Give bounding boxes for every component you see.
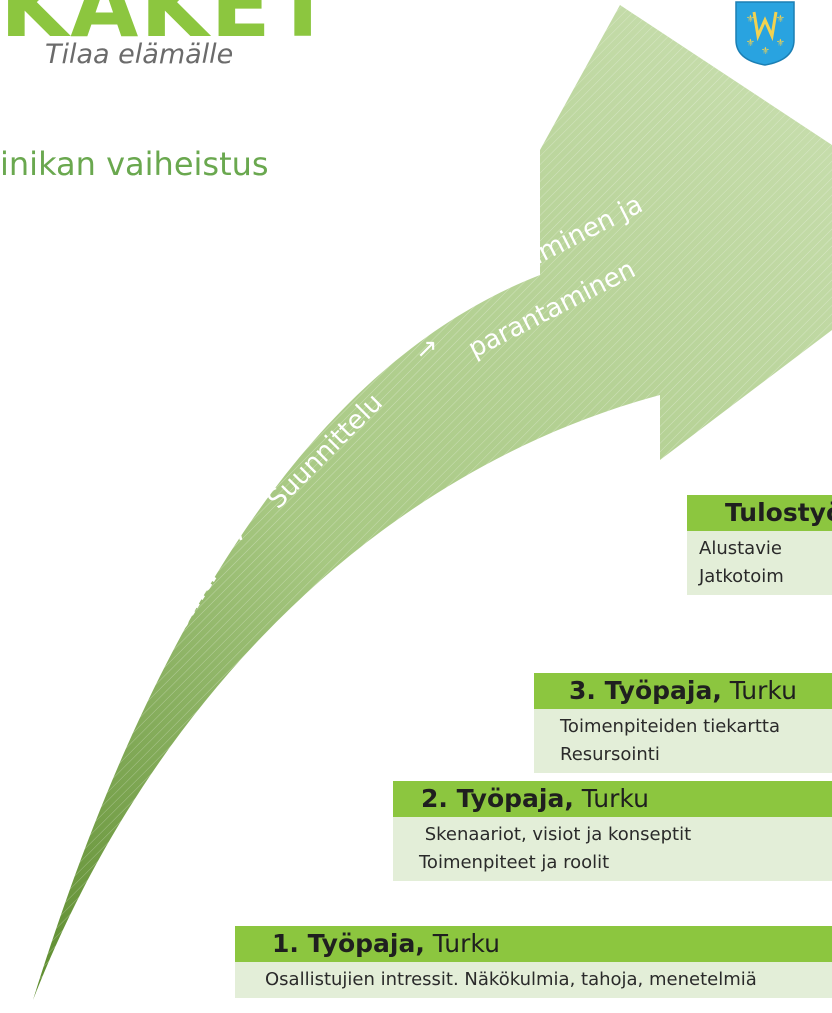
workshop-box-body: Toimenpiteiden tiekartta Resursointi xyxy=(534,709,832,773)
svg-text:⚜: ⚜ xyxy=(761,46,770,57)
workshop-box-line: Resursointi xyxy=(560,744,660,765)
workshop-box-1: 1. Työpaja, Turku Osallistujien intressi… xyxy=(235,926,832,998)
phase-arrow-2-label: ↗ xyxy=(416,334,438,364)
workshop-box-title-bold: 3. Työpaja, xyxy=(569,676,722,705)
workshop-box-title-bold: 1. Työpaja, xyxy=(272,929,425,958)
workshop-box-title-bold: 2. Työpaja, xyxy=(421,784,574,813)
workshop-box-title: Tulostyö xyxy=(687,495,832,531)
workshop-box-body: Alustavie Jatkotoim xyxy=(687,531,832,595)
workshop-box-title-bold: Tulostyö xyxy=(725,498,832,527)
workshop-box-line: Osallistujien intressit. Näkökulmia, tah… xyxy=(265,969,757,990)
logo-tagline: Tilaa elämälle xyxy=(45,39,234,70)
workshop-box-3: 3. Työpaja, Turku Toimenpiteiden tiekart… xyxy=(534,673,832,773)
workshop-box-title: 3. Työpaja, Turku xyxy=(534,673,832,709)
coat-of-arms-icon: ⚜ ⚜ ⚜ ⚜ ⚜ xyxy=(735,1,795,66)
workshop-box-body: Osallistujien intressit. Näkökulmia, tah… xyxy=(235,962,832,998)
workshop-box-title: 2. Työpaja, Turku xyxy=(393,781,832,817)
workshop-box-2: 2. Työpaja, Turku Skenaariot, visiot ja … xyxy=(393,781,832,881)
workshop-box-title-rest: Turku xyxy=(573,784,649,813)
svg-text:⚜: ⚜ xyxy=(776,14,785,25)
svg-text:⚜: ⚜ xyxy=(776,38,785,49)
svg-text:⚜: ⚜ xyxy=(746,14,755,25)
workshop-box-title: 1. Työpaja, Turku xyxy=(235,926,832,962)
page-title: inikan vaiheistus xyxy=(0,145,269,183)
svg-text:⚜: ⚜ xyxy=(746,38,755,49)
workshop-box-line: Jatkotoim xyxy=(699,566,784,587)
workshop-box-body: Skenaariot, visiot ja konseptit Toimenpi… xyxy=(393,817,832,881)
logo-wordmark: KAKET xyxy=(0,0,335,57)
workshop-box-line: Toimenpiteet ja roolit xyxy=(419,852,610,873)
workshop-box-line: Toimenpiteiden tiekartta xyxy=(560,716,780,737)
workshop-box-line: Alustavie xyxy=(699,538,782,559)
workshop-box-tulos: Tulostyö Alustavie Jatkotoim xyxy=(687,495,832,595)
workshop-box-title-rest: Turku xyxy=(424,929,500,958)
workshop-box-line: Skenaariot, visiot ja konseptit xyxy=(419,824,692,845)
workshop-box-title-rest: Turku xyxy=(721,676,797,705)
